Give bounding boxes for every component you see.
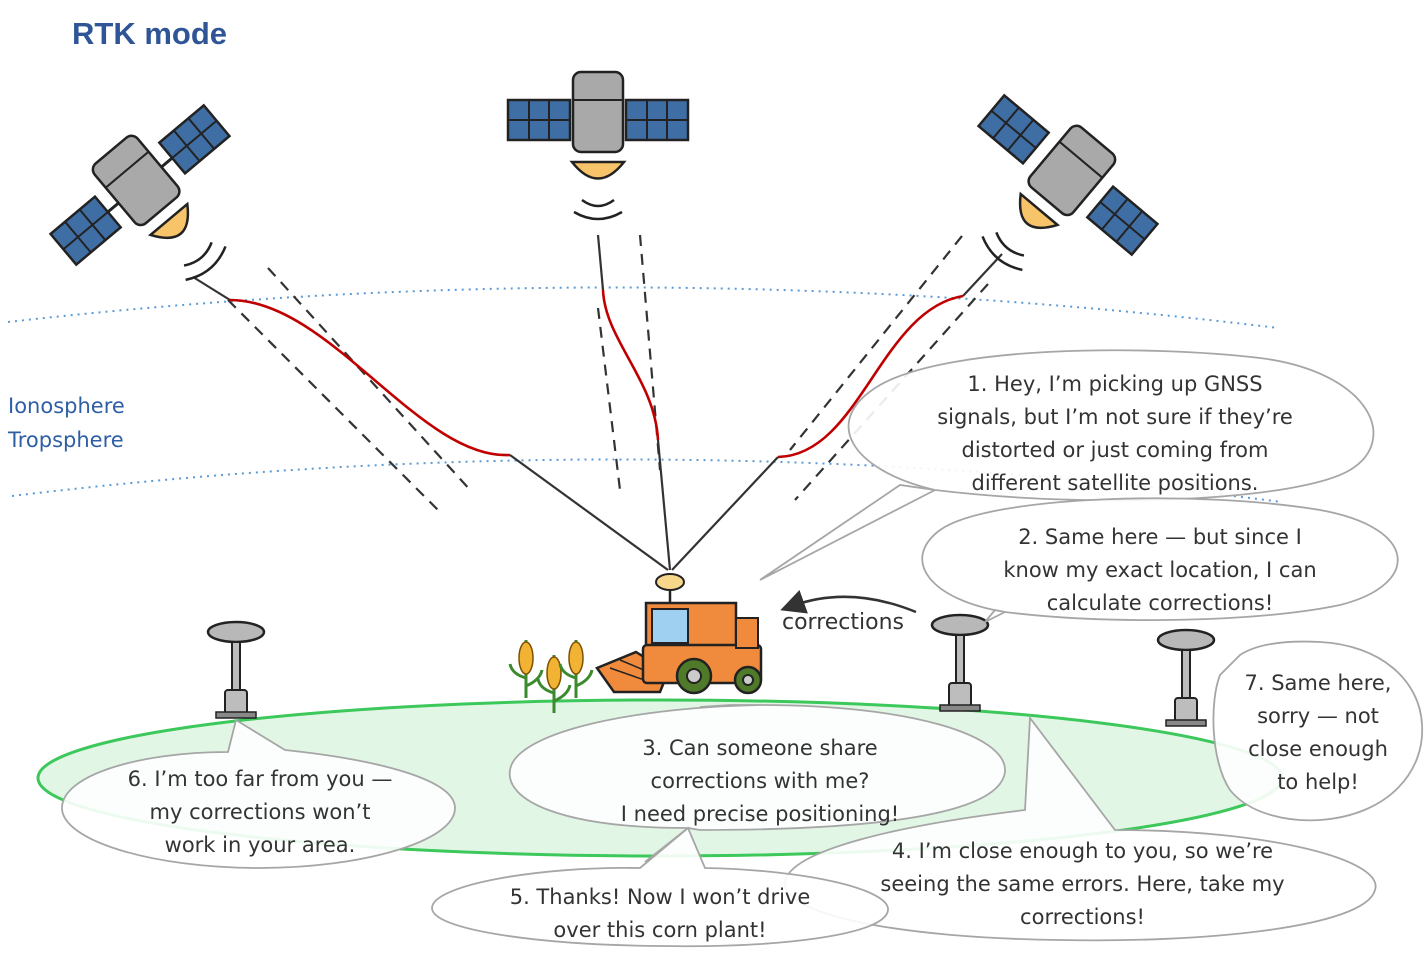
base-station-icon [206, 620, 266, 719]
satellite-icon [976, 93, 1160, 272]
bubble-3-text: 3. Can someone share corrections with me… [620, 736, 900, 826]
satellite-icon [506, 70, 690, 221]
bubble-6-shape [61, 718, 456, 869]
troposphere-label: Tropsphere [8, 428, 124, 452]
bubble-7-shape [1212, 640, 1423, 822]
bubble-5-shape [431, 826, 889, 948]
bubble-2-shape [921, 497, 1399, 623]
bubble-6-text: 6. I’m too far from you — my corrections… [127, 767, 393, 857]
tractor-icon [595, 573, 763, 695]
bubble-7-text: 7. Same here, sorry — not close enough t… [1244, 671, 1392, 794]
page-title: RTK mode [72, 16, 227, 51]
ionosphere-label: Ionosphere [8, 394, 125, 418]
bubble-5-text: 5. Thanks! Now I won’t drive over this c… [509, 885, 811, 942]
corrections-arrow [780, 589, 917, 614]
signal-paths [192, 234, 1003, 571]
corrections-label: corrections [782, 610, 905, 635]
bubble-3-shape [508, 704, 1006, 863]
bubble-2-text: 2. Same here — but since I know my exact… [1003, 525, 1317, 615]
bubble-1-text: 1. Hey, I’m picking up GNSS signals, but… [937, 372, 1293, 495]
corn-icon [508, 640, 594, 713]
ionosphere-boundary [7, 286, 1279, 329]
base-station-icon [1156, 628, 1216, 727]
base-station-icon [930, 613, 990, 712]
bubble-4-text: 4. I’m close enough to you, so we’re see… [880, 839, 1285, 929]
bubble-4-shape [784, 715, 1377, 942]
straight-line-reference [227, 234, 989, 511]
speech-bubbles [61, 349, 1423, 948]
satellite-icon [48, 103, 232, 282]
